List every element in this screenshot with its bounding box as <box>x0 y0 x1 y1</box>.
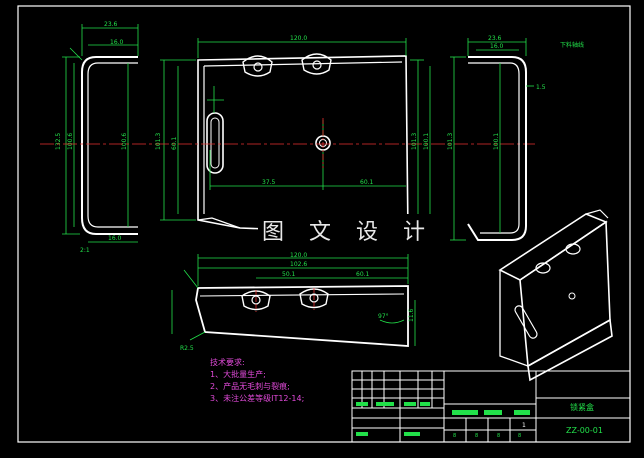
dim-bottom-angle: 97° <box>378 313 389 320</box>
dim-bottom-h: 11.6 <box>408 308 415 322</box>
dim-left-vert: 132.5 <box>55 133 62 150</box>
dim-front-x2: 60.1 <box>360 179 374 186</box>
dim-bottom-top: 120.0 <box>290 252 307 259</box>
left-view-dims <box>62 24 139 243</box>
right-view-dims <box>450 38 534 241</box>
title-block-cells: 8 8 8 8 <box>453 433 521 439</box>
notes-item-3: 3、未注公差等级IT12-14; <box>210 394 305 403</box>
title-block <box>351 370 631 443</box>
dim-bottom-a: 50.1 <box>282 271 296 278</box>
notes-heading: 技术要求: <box>210 358 245 367</box>
part-name: 锁紧盒 <box>570 402 594 412</box>
corner-scale-label: 2:1 <box>80 247 90 254</box>
dim-side-inner: 16.0 <box>110 39 124 46</box>
dim-left-vert2: 100.6 <box>67 133 74 150</box>
dim-front-x1: 37.5 <box>262 179 276 186</box>
svg-text:8: 8 <box>518 433 521 439</box>
dim-bottom-w: 102.6 <box>290 261 307 268</box>
front-view-dims <box>160 38 431 235</box>
dim-left-bottom: 16.0 <box>108 235 122 242</box>
left-side-view <box>81 56 138 235</box>
title-block-fills <box>356 402 530 436</box>
svg-text:8: 8 <box>453 433 456 439</box>
dim-front-left: 101.3 <box>155 133 162 150</box>
dim-right-top: 23.6 <box>488 35 502 42</box>
dim-side-top: 23.6 <box>104 21 118 28</box>
dim-front-top: 120.0 <box>290 35 307 42</box>
dim-right-vert: 101.3 <box>411 133 418 150</box>
dim-bottom-b: 60.1 <box>356 271 370 278</box>
svg-text:8: 8 <box>497 433 500 439</box>
bottom-view-dims <box>171 254 416 346</box>
svg-text:8: 8 <box>475 433 478 439</box>
dim-left-inner: 100.6 <box>121 133 128 150</box>
title-block-count: 1 <box>522 422 526 429</box>
technical-notes: 技术要求: 1、大批量生产; 2、产品无毛刺与裂痕; 3、未注公差等级IT12-… <box>210 357 304 405</box>
dim-right-top2: 16.0 <box>490 43 504 50</box>
dim-front-mid: 60.1 <box>171 136 178 150</box>
right-axis-label: 下料轴线 <box>560 41 584 49</box>
bottom-view <box>195 285 409 347</box>
dim-right-side-vert: 101.3 <box>447 133 454 150</box>
notes-item-1: 1、大批量生产; <box>210 370 266 379</box>
notes-item-2: 2、产品无毛刺与裂痕; <box>210 382 290 391</box>
drawing-number: ZZ-00-01 <box>566 426 603 435</box>
dim-right-side-vert2: 100.1 <box>493 133 500 150</box>
right-side-view <box>467 56 527 241</box>
dim-right-small: 1.5 <box>536 84 546 91</box>
dim-bottom-radius: R2.5 <box>180 345 194 352</box>
isometric-view <box>498 209 613 382</box>
drawing-border <box>17 5 631 443</box>
dim-right-vert2: 100.1 <box>423 133 430 150</box>
watermark-text: 图 文 设 计 <box>258 214 438 246</box>
